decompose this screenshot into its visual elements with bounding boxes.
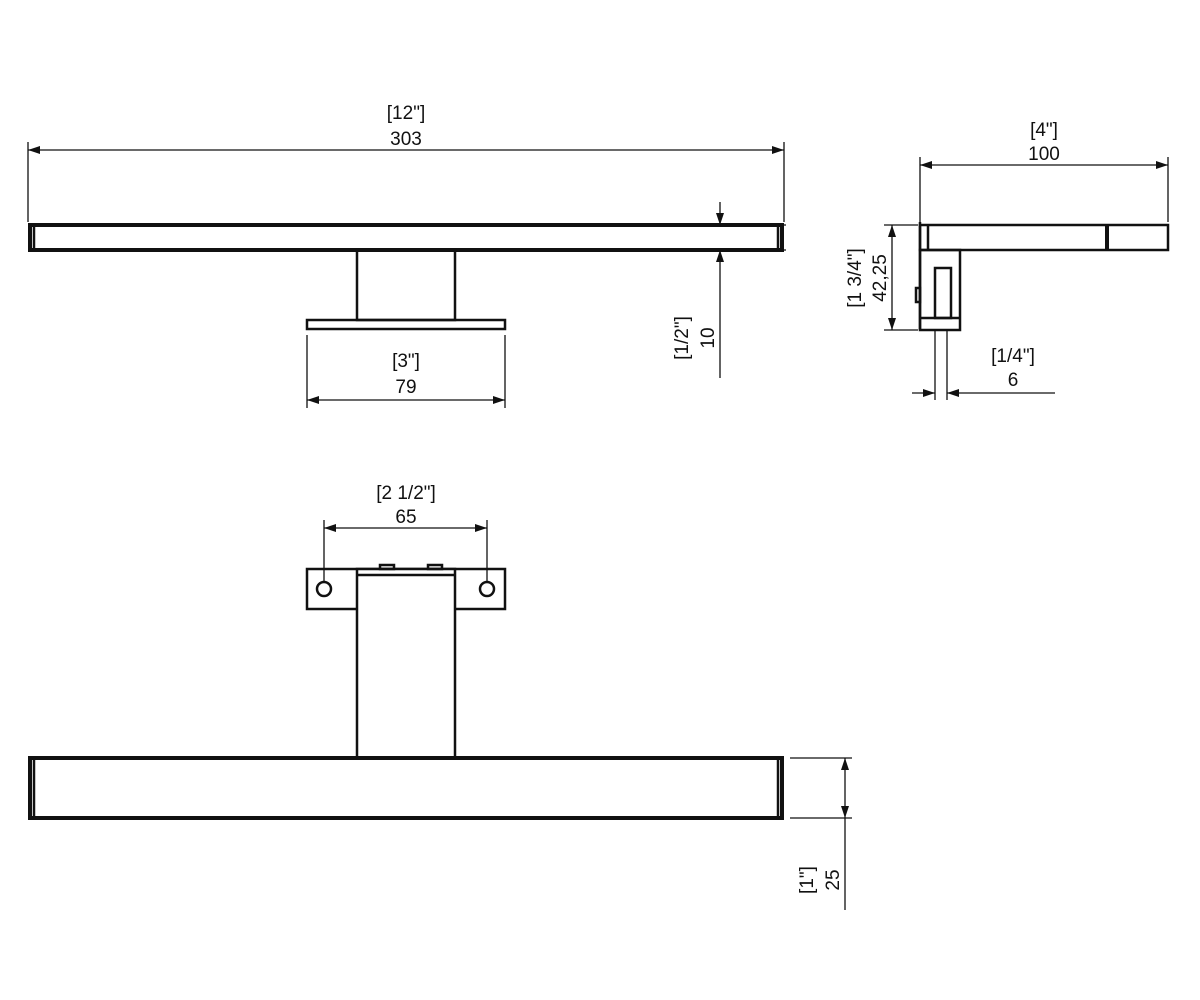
arm-top <box>355 567 457 760</box>
lamp-bar-top <box>28 756 784 820</box>
wall-gap-mm-label: 6 <box>1008 370 1019 391</box>
base-width-mm-label: 79 <box>395 377 416 398</box>
depth-inch-label: [4"] <box>1030 120 1058 141</box>
dimension-hole-span: [2 1/2"] 65 <box>323 483 488 582</box>
mount-hole-left <box>315 580 333 598</box>
height-mm-label: 42,25 <box>870 254 891 302</box>
dimension-thickness: [1/2"] 10 <box>672 202 786 378</box>
screw-head <box>914 286 922 304</box>
dimension-bar-width: [1"] 25 <box>790 757 852 910</box>
thickness-inch-label: [1/2"] <box>672 316 693 360</box>
bar-width-inch-label: [1"] <box>797 866 818 894</box>
arm-slot <box>933 266 953 320</box>
arm-front <box>355 248 457 322</box>
lamp-bar-front <box>28 223 784 252</box>
mount-hole-right <box>478 580 496 598</box>
top-view: [2 1/2"] 65 [1"] 25 <box>28 483 852 910</box>
wall-plate-front <box>305 318 507 331</box>
dimension-base-width: [3"] 79 <box>306 335 506 408</box>
thickness-mm-label: 10 <box>698 327 719 348</box>
bar-width-mm-label: 25 <box>823 869 844 890</box>
lamp-bar-side <box>918 223 1170 252</box>
dimension-height: [1 3/4"] 42,25 <box>845 224 918 331</box>
hole-span-inch-label: [2 1/2"] <box>376 483 436 504</box>
side-view: [4"] 100 [1 3/4"] 42,25 [1/4"] 6 <box>845 120 1170 400</box>
dimension-depth: [4"] 100 <box>919 120 1169 222</box>
length-mm-label: 303 <box>390 129 422 150</box>
dimension-length: [12"] 303 <box>27 103 785 222</box>
height-inch-label: [1 3/4"] <box>845 248 866 308</box>
dimension-wall-gap: [1/4"] 6 <box>912 330 1055 400</box>
base-width-inch-label: [3"] <box>392 351 420 372</box>
hole-span-mm-label: 65 <box>395 507 416 528</box>
length-inch-label: [12"] <box>387 103 425 124</box>
wall-gap-inch-label: [1/4"] <box>991 346 1035 367</box>
front-view: [12"] 303 [3"] 79 [1/2"] 10 <box>27 103 786 408</box>
depth-mm-label: 100 <box>1028 144 1060 165</box>
